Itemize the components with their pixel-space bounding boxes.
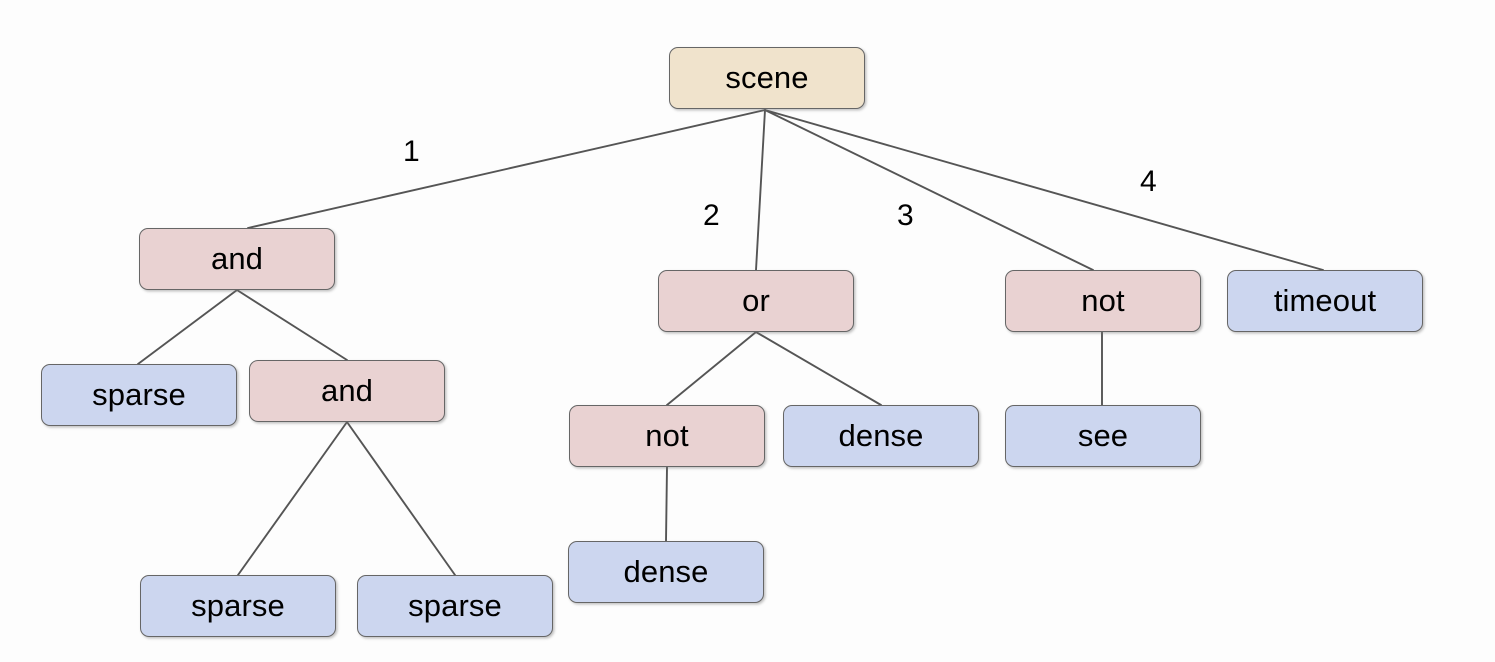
edge-label-2: 2 [703,199,720,232]
tree-node-label: scene [725,59,809,95]
tree-node-label: and [320,372,374,408]
tree-edge-and2-to-sparse2 [237,421,348,576]
tree-node-label: or [742,282,770,318]
tree-node-dense1[interactable]: dense [783,405,979,467]
tree-node-label: dense [623,553,709,589]
tree-edge-not2-to-dense2 [665,466,668,542]
tree-node-label: sparse [191,587,285,623]
tree-node-label: timeout [1273,282,1377,318]
tree-edge-scene-to-not1 [764,109,1094,271]
tree-node-sparse2[interactable]: sparse [140,575,336,637]
tree-node-and1[interactable]: and [139,228,335,290]
tree-node-label: sparse [92,376,186,412]
tree-edge-scene-to-or1 [755,109,766,271]
tree-node-label: sparse [408,587,502,623]
tree-node-sparse1[interactable]: sparse [41,364,237,426]
edge-label-1: 1 [403,135,420,168]
tree-node-label: see [1077,417,1129,453]
tree-edge-scene-to-and1 [247,109,766,229]
tree-node-dense2[interactable]: dense [568,541,764,603]
edge-label-4: 4 [1140,165,1157,198]
tree-edge-and1-to-sparse1 [137,289,238,365]
tree-node-sparse3[interactable]: sparse [357,575,553,637]
tree-edge-or1-to-dense1 [755,331,882,406]
tree-node-and2[interactable]: and [249,360,445,422]
tree-node-label: and [210,240,264,276]
tree-edge-scene-to-timeout [764,109,1324,271]
tree-node-label: not [1081,282,1125,318]
tree-node-or1[interactable]: or [658,270,854,332]
tree-edge-and2-to-sparse3 [346,421,456,576]
tree-node-not2[interactable]: not [569,405,765,467]
tree-edge-and1-to-and2 [236,289,348,361]
tree-edge-or1-to-not2 [666,331,757,406]
tree-node-scene[interactable]: scene [669,47,865,109]
tree-node-label: not [645,417,689,453]
tree-node-not1[interactable]: not [1005,270,1201,332]
tree-node-timeout[interactable]: timeout [1227,270,1423,332]
edge-label-3: 3 [897,199,914,232]
tree-node-see[interactable]: see [1005,405,1201,467]
tree-node-label: dense [838,417,924,453]
